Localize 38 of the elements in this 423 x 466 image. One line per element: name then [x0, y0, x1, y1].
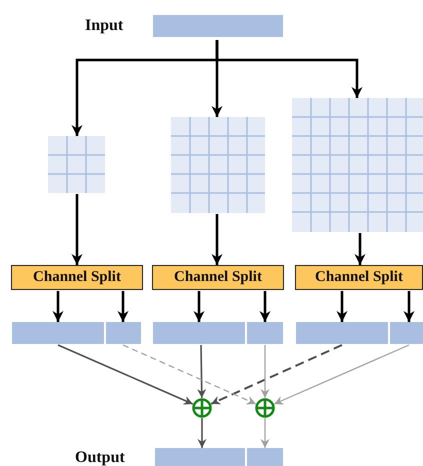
arrow [194, 291, 204, 322]
feature-bar [153, 322, 245, 344]
arrow [52, 291, 64, 322]
arrow [260, 291, 270, 322]
process-box [295, 265, 423, 290]
feature-grid [48, 136, 105, 193]
side-label: Input [85, 17, 124, 35]
feature-grid [292, 98, 423, 232]
arrow [260, 345, 270, 398]
feature-bar [390, 322, 423, 344]
arrow [118, 291, 128, 322]
sum-symbol [192, 398, 212, 418]
arrow [210, 344, 342, 405]
arrow [216, 40, 362, 98]
arrow [260, 418, 270, 448]
arrow [336, 291, 348, 322]
arrow [72, 194, 82, 265]
box-label: Channel Split [174, 269, 262, 286]
feature-bar [247, 448, 283, 466]
arrow [58, 344, 194, 405]
process-box [11, 265, 143, 290]
feature-grid [171, 117, 265, 213]
arrow [122, 344, 256, 404]
arrow [197, 344, 206, 398]
feature-bar [247, 322, 283, 344]
box-label: Channel Split [315, 269, 403, 286]
feature-bar [296, 322, 388, 344]
side-label: Output [75, 449, 125, 466]
feature-bar [12, 322, 104, 344]
feature-bar [106, 322, 141, 344]
arrow [354, 233, 366, 265]
arrow [274, 344, 410, 405]
arrow [212, 214, 222, 265]
arrow [198, 418, 206, 448]
box-label: Channel Split [33, 269, 121, 286]
sum-symbol [255, 398, 275, 418]
process-box [152, 265, 284, 290]
arrow [404, 291, 414, 322]
